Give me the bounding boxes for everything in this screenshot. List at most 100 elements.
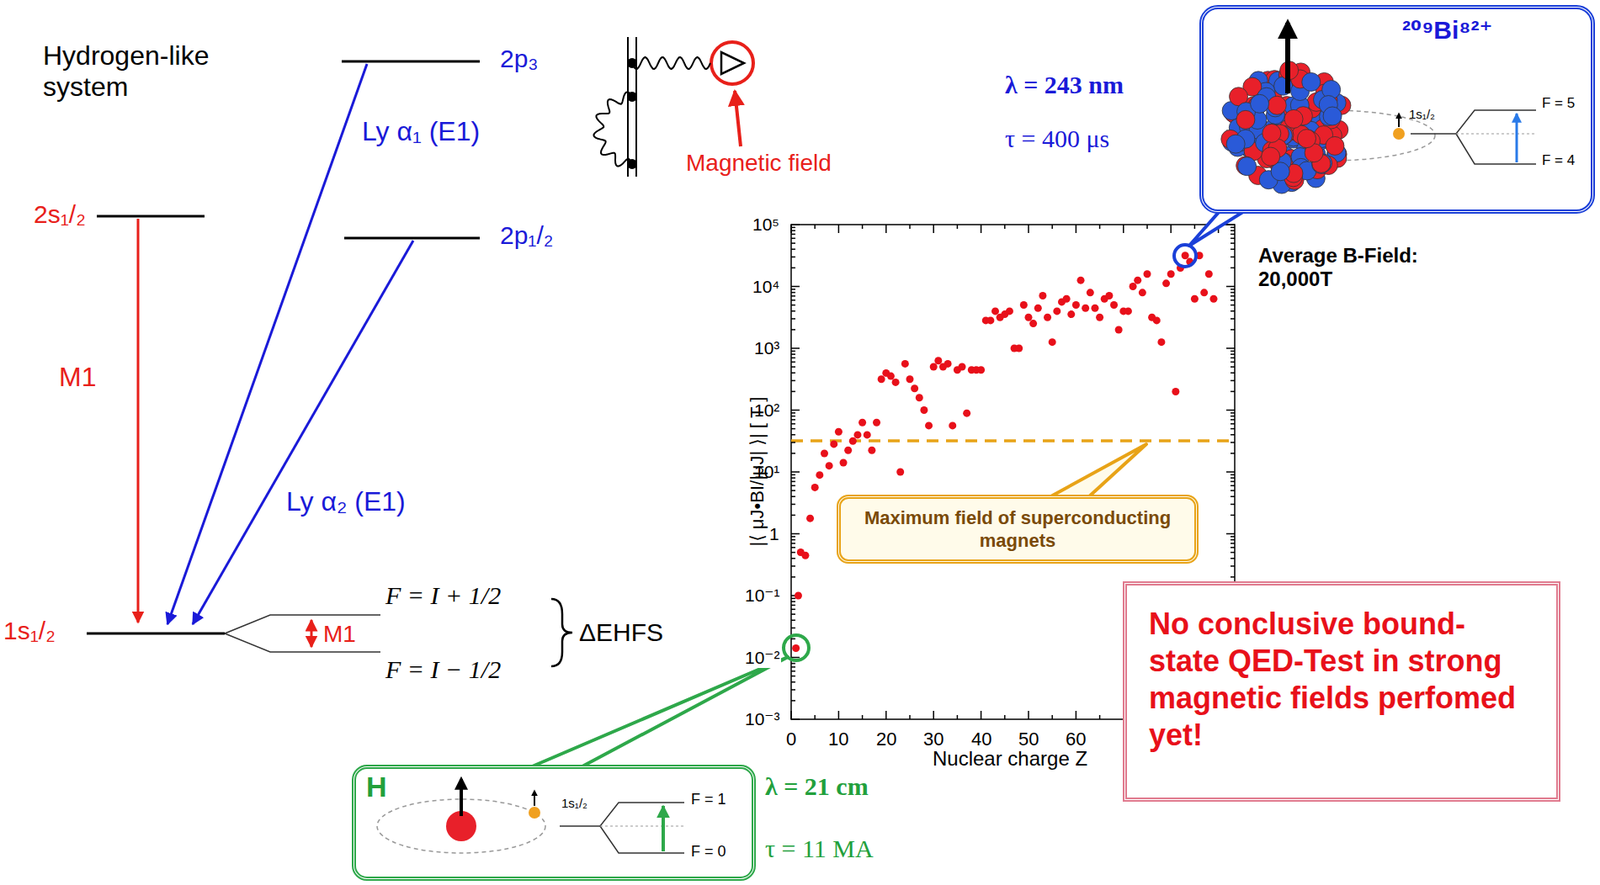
axis-tick — [791, 558, 796, 560]
title-text: Hydrogen-like system — [42, 40, 262, 103]
axis-tick — [1230, 542, 1235, 545]
callout-box: ²⁰⁹Bi⁸²⁺1s₁/₂F = 5F = 4 — [1199, 5, 1595, 214]
axis-tick — [1230, 357, 1235, 360]
box-text: F = 4 — [1541, 152, 1575, 170]
data-point — [1072, 301, 1080, 309]
axis-tick — [791, 428, 796, 431]
axis-tick — [791, 666, 796, 669]
axis-tick — [791, 223, 800, 226]
axis-tick — [1230, 565, 1235, 568]
axis-tick — [791, 304, 796, 307]
axis-tick — [791, 536, 796, 538]
axis-tick — [791, 350, 796, 353]
data-point — [1105, 292, 1113, 300]
energy-levels — [224, 615, 381, 653]
data-point — [901, 360, 909, 368]
data-point — [858, 419, 867, 427]
axis-tick — [1230, 256, 1235, 259]
tick-label: 10⁻² — [743, 648, 782, 669]
axis-tick — [791, 434, 796, 436]
axis-tick — [791, 477, 796, 479]
box-title: No conclusive bound-state QED-Test in st… — [1148, 605, 1535, 755]
axis-tick — [791, 242, 796, 245]
axis-tick — [1099, 224, 1101, 229]
axis-tick — [791, 718, 800, 721]
axis-tick — [956, 715, 959, 720]
box-text: F = 0 — [691, 843, 727, 862]
nucleon — [1226, 134, 1245, 154]
axis-tick — [1230, 238, 1235, 240]
axis-tick — [1230, 391, 1235, 394]
feynman-diagram — [721, 52, 745, 75]
transition-label: Ly α₁ (E1) — [361, 116, 480, 148]
level-lines — [600, 826, 685, 828]
nucleon — [1261, 147, 1281, 166]
data-point — [1167, 270, 1175, 278]
lifetime-label: τ = 11 MA — [765, 834, 874, 865]
axis-tick — [791, 547, 796, 549]
tick-label: 0 — [786, 728, 797, 750]
tick-label: 10⁻³ — [743, 709, 782, 730]
axis-tick — [1230, 489, 1235, 492]
axis-tick — [791, 681, 796, 684]
data-point — [806, 515, 814, 523]
nucleon — [1262, 123, 1282, 143]
data-point — [792, 644, 800, 653]
nucleon — [1323, 106, 1342, 126]
spin-arrow — [533, 791, 536, 807]
data-point — [1029, 319, 1037, 328]
tick-label: 10³ — [752, 338, 782, 359]
data-point — [1157, 338, 1165, 346]
axis-tick — [791, 552, 796, 554]
nucleon — [1267, 95, 1287, 115]
box-text: 1s₁/₂ — [1408, 106, 1436, 122]
nucleon — [1250, 94, 1270, 113]
axis-tick — [791, 689, 796, 692]
box-title: ²⁰⁹Bi⁸²⁺ — [1402, 15, 1493, 46]
axis-tick — [1230, 353, 1235, 356]
data-point — [958, 363, 967, 372]
axis-tick — [791, 380, 796, 383]
axis-tick — [1230, 295, 1235, 298]
self-energy-loop — [593, 91, 633, 166]
axis-tick — [1075, 711, 1078, 720]
axis-tick — [1226, 533, 1235, 536]
callout-pointer — [1189, 210, 1246, 246]
data-point — [1162, 279, 1170, 288]
photon-line — [632, 57, 711, 70]
axis-tick — [791, 353, 796, 356]
data-point — [1138, 288, 1147, 297]
level-label: 2p₁/₂ — [499, 221, 553, 251]
axis-tick — [1230, 481, 1235, 484]
axis-tick — [1051, 715, 1053, 720]
axis-tick — [1230, 485, 1235, 488]
axis-tick — [1230, 267, 1235, 270]
box-illustration — [356, 769, 752, 878]
axis-tick — [790, 711, 793, 720]
axis-tick — [791, 248, 796, 250]
axis-tick — [1230, 288, 1235, 291]
axis-tick — [1230, 318, 1235, 320]
axis-tick — [791, 481, 796, 484]
axis-title: Nuclear charge Z — [932, 747, 1088, 771]
data-point — [896, 468, 904, 477]
data-point — [915, 393, 924, 402]
axis-tick — [1230, 248, 1235, 250]
data-point — [1110, 301, 1118, 309]
tick-label: 10⁵ — [750, 214, 782, 235]
axis-tick — [1075, 224, 1078, 234]
data-point — [1052, 307, 1061, 315]
axis-tick — [1230, 366, 1235, 368]
data-point — [1015, 345, 1023, 353]
data-point — [944, 360, 952, 368]
box-title: Maximum field of superconducting magnets — [850, 506, 1185, 553]
callout-box: Maximum field of superconducting magnets — [836, 494, 1199, 564]
axis-tick — [791, 670, 796, 673]
data-point — [872, 419, 881, 427]
axis-tick — [791, 329, 796, 331]
energy-levels — [344, 237, 480, 240]
axis-tick — [791, 657, 800, 660]
data-point — [863, 430, 872, 439]
nucleon — [1325, 136, 1345, 155]
axis-tick — [1194, 224, 1197, 229]
